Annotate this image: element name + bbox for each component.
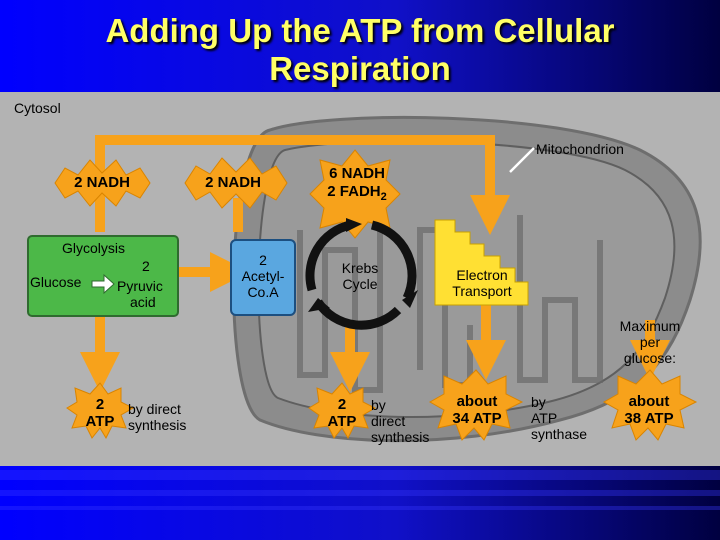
- nadh-starburst-glycolysis: [54, 159, 151, 207]
- atp-total-line2: 38 ATP: [624, 410, 674, 427]
- atp-etc-caption-line2: ATP: [531, 410, 558, 426]
- glycolysis-arrow-icon: [91, 273, 115, 295]
- glucose-label: Glucose: [30, 274, 82, 290]
- decor-stripe: [0, 470, 720, 480]
- krebs-products-line1: 6 NADH: [329, 165, 385, 182]
- atp-krebs-caption: by direct synthesis: [371, 397, 429, 445]
- atp-etc-caption-line1: by: [531, 394, 546, 410]
- slide-title: Adding Up the ATP from Cellular Respirat…: [40, 12, 680, 88]
- maximum-line1: Maximum: [619, 318, 681, 334]
- atp-krebs-unit: ATP: [327, 413, 357, 430]
- maximum-line3: glucose:: [623, 350, 677, 366]
- atp-starburst-etc: [428, 369, 524, 441]
- maximum-label: Maximum per glucose:: [605, 318, 695, 366]
- pyruvic-label-line1: Pyruvic: [117, 278, 163, 294]
- atp-total-line1: about: [628, 393, 670, 410]
- atp-krebs-caption-line3: synthesis: [371, 429, 430, 445]
- krebs-products-starburst: [309, 149, 401, 239]
- slide-title-line2: Respiration: [269, 50, 451, 87]
- krebs-cycle-arrowhead: [346, 218, 362, 232]
- atp-krebs-count: 2: [337, 396, 347, 413]
- electron-transport-line1: Electron: [456, 267, 508, 283]
- atp-starburst-glycolysis: [66, 382, 135, 440]
- krebs-cycle-arrowhead: [308, 298, 330, 312]
- krebs-cycle-line1: Krebs: [341, 260, 379, 276]
- acetyl-coa-line2: Co.A: [247, 284, 279, 300]
- decor-stripe: [0, 506, 720, 510]
- krebs-cycle-label: Krebs Cycle: [326, 260, 394, 292]
- krebs-products-label: 6 NADH 2 FADH2: [315, 165, 399, 206]
- acetyl-coa-label: 2 Acetyl- Co.A: [231, 252, 295, 300]
- electron-transport-label: Electron Transport: [437, 267, 527, 299]
- krebs-cycle-line2: Cycle: [342, 276, 378, 292]
- pyruvic-label-line2: acid: [130, 294, 156, 310]
- nadh-acetyl-label: 2 NADH: [205, 174, 261, 191]
- acetyl-coa-line1: Acetyl-: [241, 268, 285, 284]
- atp-glycolysis-count: 2: [95, 396, 105, 413]
- mitochondrion-label: Mitochondrion: [536, 141, 624, 157]
- cytosol-label: Cytosol: [14, 100, 61, 116]
- atp-glycolysis-unit: ATP: [85, 413, 115, 430]
- atp-etc-label: about 34 ATP: [442, 393, 512, 427]
- atp-krebs-label: 2 ATP: [322, 396, 362, 430]
- slide-title-line1: Adding Up the ATP from Cellular: [105, 12, 615, 49]
- krebs-cycle-arrowhead: [402, 290, 418, 308]
- acetyl-coa-box: [230, 239, 296, 316]
- krebs-cycle-ring: [305, 220, 417, 330]
- nadh-starburst-acetyl: [184, 157, 288, 209]
- atp-glycolysis-caption-line2: synthesis: [128, 417, 187, 433]
- atp-starburst-krebs: [308, 382, 377, 440]
- maximum-line2: per: [639, 334, 661, 350]
- acetyl-coa-count: 2: [259, 252, 267, 268]
- atp-total-label: about 38 ATP: [614, 393, 684, 427]
- atp-krebs-caption-line2: direct: [371, 413, 406, 429]
- electron-transport-staircase: [434, 219, 529, 306]
- atp-etc-line2: 34 ATP: [452, 410, 502, 427]
- glycolysis-title: Glycolysis: [62, 240, 126, 256]
- mitochondrion-pointer: [509, 147, 535, 173]
- nadh-glycolysis-label: 2 NADH: [74, 174, 130, 191]
- electron-transport-line2: Transport: [452, 283, 512, 299]
- atp-glycolysis-caption-line1: by direct: [128, 401, 181, 417]
- atp-etc-caption: by ATP synthase: [531, 394, 587, 442]
- atp-etc-line1: about: [456, 393, 498, 410]
- glycolysis-box: [27, 235, 179, 317]
- atp-etc-caption-line3: synthase: [531, 426, 588, 442]
- decor-stripe: [0, 490, 720, 496]
- atp-glycolysis-label: 2 ATP: [80, 396, 120, 430]
- pyruvic-count: 2: [142, 258, 150, 274]
- atp-krebs-caption-line1: by: [371, 397, 386, 413]
- krebs-products-line2: 2 FADH2: [327, 183, 387, 203]
- atp-glycolysis-caption: by direct synthesis: [128, 401, 186, 433]
- atp-starburst-total: [602, 369, 698, 441]
